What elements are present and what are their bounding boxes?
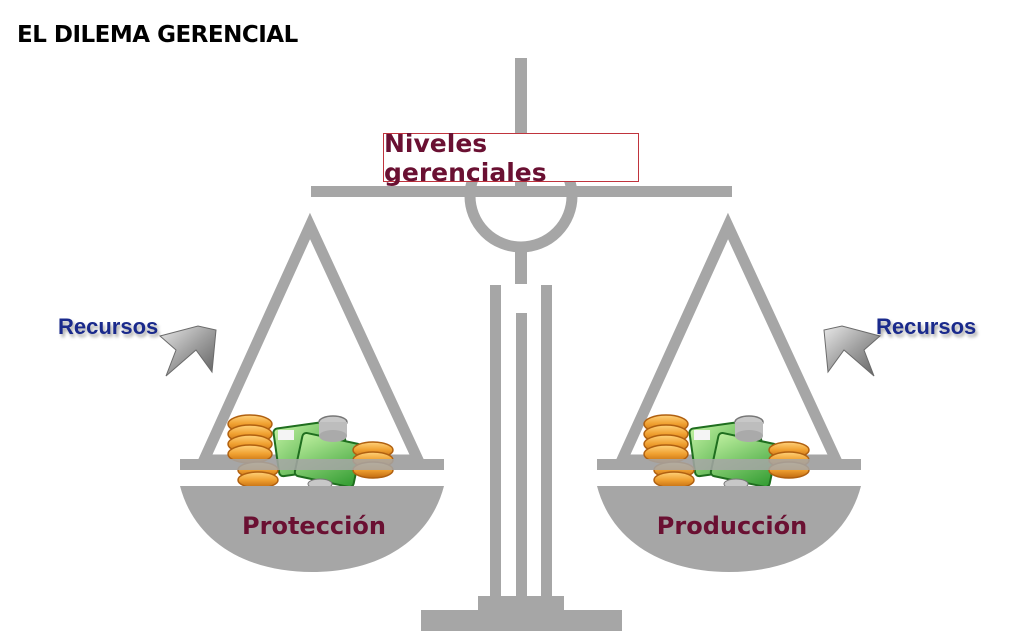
left-resource-label: Recursos — [58, 314, 159, 339]
center-label: Niveles gerenciales — [383, 129, 639, 187]
right-resource-label: Recursos — [876, 314, 977, 339]
right-pan-label: Producción — [656, 512, 808, 540]
page-title: EL DILEMA GERENCIAL — [17, 22, 298, 48]
right-pan — [597, 486, 861, 572]
arrow-icon — [158, 325, 882, 377]
left-pan — [180, 486, 444, 572]
left-pan-label: Protección — [242, 512, 386, 540]
